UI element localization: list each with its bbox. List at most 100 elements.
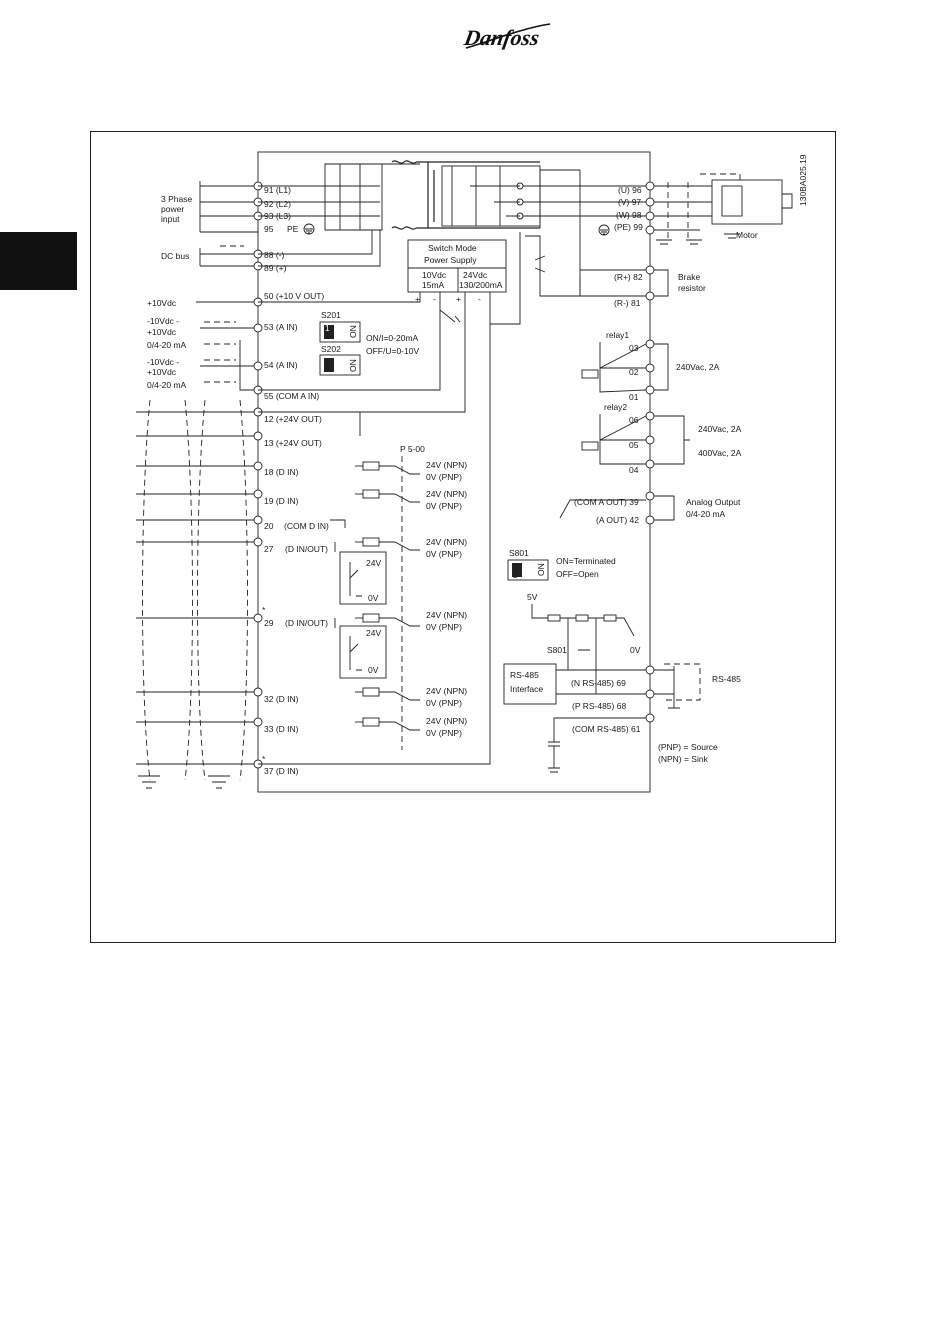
dc-link: [391, 160, 540, 230]
psu-left-1: 10Vdc: [422, 270, 447, 280]
psu-plus-2: +: [456, 294, 461, 304]
svg-text:ON: ON: [348, 325, 358, 338]
term-27-desc: (D IN/OUT): [285, 544, 328, 554]
switch-s201: S201 1 2 ON: [319, 310, 361, 343]
term-33: 33 (D IN): [264, 724, 299, 734]
svg-text:ON: ON: [536, 563, 546, 576]
svg-text:-10Vdc -: -10Vdc -: [147, 357, 179, 367]
term-29: 29: [264, 618, 274, 628]
s801-note-2: OFF=Open: [556, 569, 599, 579]
svg-text:1: 1: [325, 357, 330, 367]
rs485-if-2: Interface: [510, 684, 543, 694]
svg-text:0/4-20 mA: 0/4-20 mA: [147, 340, 187, 350]
term-50: 50 (+10 V OUT): [264, 291, 324, 301]
term-19: 19 (D IN): [264, 496, 299, 506]
term-89: 89 (+): [264, 263, 287, 273]
term-55: 55 (COM A IN): [264, 391, 319, 401]
switch-mode-power-supply: [407, 239, 507, 293]
svg-text:2: 2: [513, 570, 518, 580]
term-20-desc: (COM D IN): [284, 521, 329, 531]
svg-text:-10Vdc -: -10Vdc -: [147, 316, 179, 326]
term-03: 03: [629, 343, 639, 353]
legend-pnp: (PNP) = Source: [658, 742, 718, 752]
svg-text:0V (PNP): 0V (PNP): [426, 501, 462, 511]
svg-text:0V: 0V: [368, 665, 379, 675]
svg-text:24V (NPN): 24V (NPN): [426, 537, 467, 547]
figure-code: 130BA025.19: [798, 154, 808, 206]
svg-text:0V (PNP): 0V (PNP): [426, 698, 462, 708]
svg-text:24V (NPN): 24V (NPN): [426, 610, 467, 620]
pe-label: PE: [287, 224, 299, 234]
term-04: 04: [629, 465, 639, 475]
ain54-label: -10Vdc - +10Vdc 0/4-20 mA: [147, 357, 187, 390]
svg-text:1: 1: [325, 323, 330, 333]
psu-right-2: 130/200mA: [459, 280, 503, 290]
output-box-29: 24V 0V: [339, 625, 387, 679]
svg-text:0V (PNP): 0V (PNP): [426, 549, 462, 559]
svg-text:24V (NPN): 24V (NPN): [426, 716, 467, 726]
s201-note-2: OFF/U=0-10V: [366, 346, 419, 356]
svg-text:S202: S202: [321, 344, 341, 354]
ain53-label: -10Vdc - +10Vdc 0/4-20 mA: [147, 316, 187, 350]
term-20: 20: [264, 521, 274, 531]
relay1-rating: 240Vac, 2A: [676, 362, 720, 372]
term-99: (PE) 99: [614, 222, 643, 232]
psu-left-2: 15mA: [422, 280, 445, 290]
switch-s202: S202 1 2 ON: [319, 344, 361, 376]
psu-right-1: 24Vdc: [463, 270, 488, 280]
rs485-if-1: RS-485: [510, 670, 539, 680]
term-13: 13 (+24V OUT): [264, 438, 322, 448]
svg-text:Danfoss: Danfoss: [462, 25, 541, 50]
three-phase-label: 3 Phase power input: [161, 194, 192, 224]
legend-npn: (NPN) = Sink: [658, 754, 709, 764]
term-18: 18 (D IN): [264, 467, 299, 477]
relay2-label: relay2: [604, 402, 627, 412]
svg-text:power: power: [161, 204, 184, 214]
inverter: [441, 165, 541, 227]
svg-text:24V: 24V: [366, 628, 381, 638]
brake-label-2: resistor: [678, 283, 706, 293]
analog-out-label-2: 0/4-20 mA: [686, 509, 726, 519]
term-95: 95: [264, 224, 274, 234]
term-32: 32 (D IN): [264, 694, 299, 704]
svg-text:0V: 0V: [368, 593, 379, 603]
rectifier: [258, 163, 420, 267]
svg-text:3 Phase: 3 Phase: [161, 194, 192, 204]
term-81: (R-) 81: [614, 298, 641, 308]
term-68: (P RS-485) 68: [572, 701, 626, 711]
diagram-frame: [90, 131, 836, 943]
svg-text:2: 2: [325, 364, 330, 374]
term-61: (COM RS-485) 61: [572, 724, 641, 734]
term-53: 53 (A IN): [264, 322, 298, 332]
psu-plus-1: +: [415, 294, 420, 304]
term-29-star: *: [262, 605, 266, 615]
term-96: (U) 96: [618, 185, 642, 195]
svg-text:ON: ON: [348, 359, 358, 372]
drive-outline: [257, 151, 651, 793]
chapter-tab: [0, 232, 77, 290]
term-37: 37 (D IN): [264, 766, 299, 776]
svg-text:24V (NPN): 24V (NPN): [426, 686, 467, 696]
term-27: 27: [264, 544, 274, 554]
brake-label-1: Brake: [678, 272, 700, 282]
v0-label: 0V: [630, 645, 641, 655]
psu-title-2: Power Supply: [424, 255, 477, 265]
term-92: 92 (L2): [264, 199, 291, 209]
svg-text:0V (PNP): 0V (PNP): [426, 622, 462, 632]
relay2-contacts: [581, 414, 690, 465]
term-91: 91 (L1): [264, 185, 291, 195]
rs485-termination: [531, 604, 635, 694]
term-54: 54 (A IN): [264, 360, 298, 370]
svg-text:0V (PNP): 0V (PNP): [426, 728, 462, 738]
svg-text:24V: 24V: [366, 558, 381, 568]
term-97: (V) 97: [618, 197, 641, 207]
term-06: 06: [629, 415, 639, 425]
svg-text:S201: S201: [321, 310, 341, 320]
relay1-contacts: [581, 342, 669, 393]
relay2-rating-1: 240Vac, 2A: [698, 424, 742, 434]
svg-text:+10Vdc: +10Vdc: [147, 367, 177, 377]
svg-text:+10Vdc: +10Vdc: [147, 327, 177, 337]
term-82: (R+) 82: [614, 272, 643, 282]
term-02: 02: [629, 367, 639, 377]
